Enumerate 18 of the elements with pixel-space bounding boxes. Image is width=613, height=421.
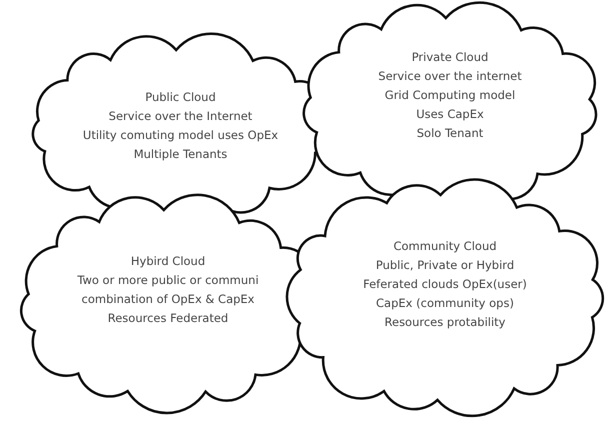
cloud-title: Public Cloud — [145, 89, 216, 106]
cloud-text: Resources Federated — [108, 310, 228, 327]
cloud-text: CapEx (community ops) — [376, 295, 514, 312]
cloud-text: Public, Private or Hybird — [376, 257, 514, 274]
cloud-title: Hybird Cloud — [130, 253, 206, 270]
cloud-text: Multiple Tenants — [134, 146, 228, 163]
cloud-text: Resources protability — [384, 314, 506, 331]
cloud-text: Uses CapEx — [416, 106, 484, 123]
cloud-text: Grid Computing model — [384, 87, 516, 104]
cloud-title: Private Cloud — [412, 49, 488, 66]
cloud-text: Solo Tenant — [416, 125, 484, 142]
cloud-text: Service over the Internet — [108, 108, 252, 125]
cloud-text: combination of OpEx & CapEx — [82, 291, 254, 308]
cloud-text: Feferated clouds OpEx(user) — [363, 276, 527, 293]
cloud-text: Two or more public or communi — [77, 272, 259, 289]
cloud-text: Utility comuting model uses OpEx — [82, 127, 278, 144]
cloud-text: Service over the internet — [378, 68, 522, 85]
cloud-title: Community Cloud — [393, 238, 497, 255]
